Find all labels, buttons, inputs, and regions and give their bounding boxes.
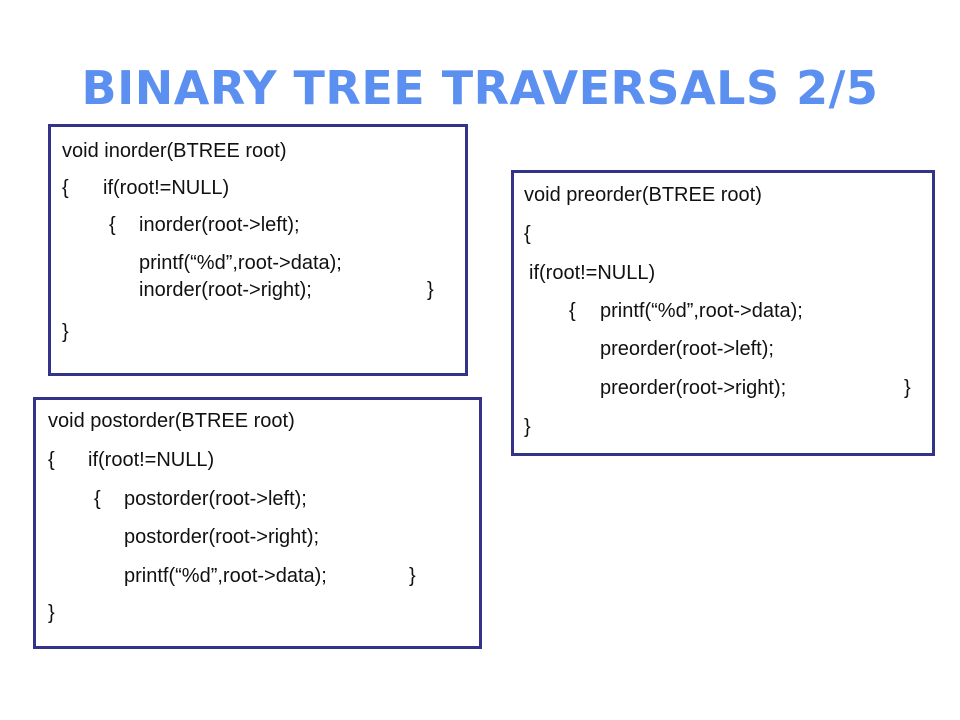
postorder-right-call: postorder(root->right); <box>124 526 320 548</box>
preorder-left-call: preorder(root->left); <box>600 338 774 360</box>
postorder-inner-close-brace: } <box>409 565 416 587</box>
preorder-printf: printf(“%d”,root->data); <box>600 300 803 322</box>
preorder-if-condition: if(root!=NULL) <box>529 262 656 284</box>
slide-title: BINARY TREE TRAVERSALS 2/5 <box>81 61 879 115</box>
preorder-inner-close-brace: } <box>904 377 911 399</box>
preorder-open-brace: { <box>524 223 531 245</box>
postorder-open-brace: { <box>48 449 55 471</box>
inorder-if-condition: if(root!=NULL) <box>103 177 230 199</box>
preorder-signature: void preorder(BTREE root) <box>524 184 762 206</box>
preorder-code-box: void preorder(BTREE root) { if(root!=NUL… <box>511 170 935 456</box>
inorder-close-brace: } <box>62 321 69 343</box>
inorder-code-box: void inorder(BTREE root) { if(root!=NULL… <box>48 124 468 376</box>
postorder-close-brace: } <box>48 602 55 624</box>
inorder-signature: void inorder(BTREE root) <box>62 140 287 162</box>
preorder-inner-open-brace: { <box>569 300 576 322</box>
preorder-close-brace: } <box>524 416 531 438</box>
inorder-open-brace: { <box>62 177 69 199</box>
postorder-code-box: void postorder(BTREE root) { if(root!=NU… <box>33 397 482 649</box>
inorder-printf: printf(“%d”,root->data); <box>139 252 342 274</box>
postorder-signature: void postorder(BTREE root) <box>48 410 295 432</box>
inorder-inner-open-brace: { <box>109 214 116 236</box>
postorder-inner-open-brace: { <box>94 488 101 510</box>
postorder-left-call: postorder(root->left); <box>124 488 307 510</box>
inorder-left-call: inorder(root->left); <box>139 214 300 236</box>
postorder-if-condition: if(root!=NULL) <box>88 449 215 471</box>
preorder-right-call: preorder(root->right); <box>600 377 787 399</box>
inorder-right-call: inorder(root->right); <box>139 279 312 301</box>
inorder-inner-close-brace: } <box>427 279 434 301</box>
postorder-printf: printf(“%d”,root->data); <box>124 565 327 587</box>
